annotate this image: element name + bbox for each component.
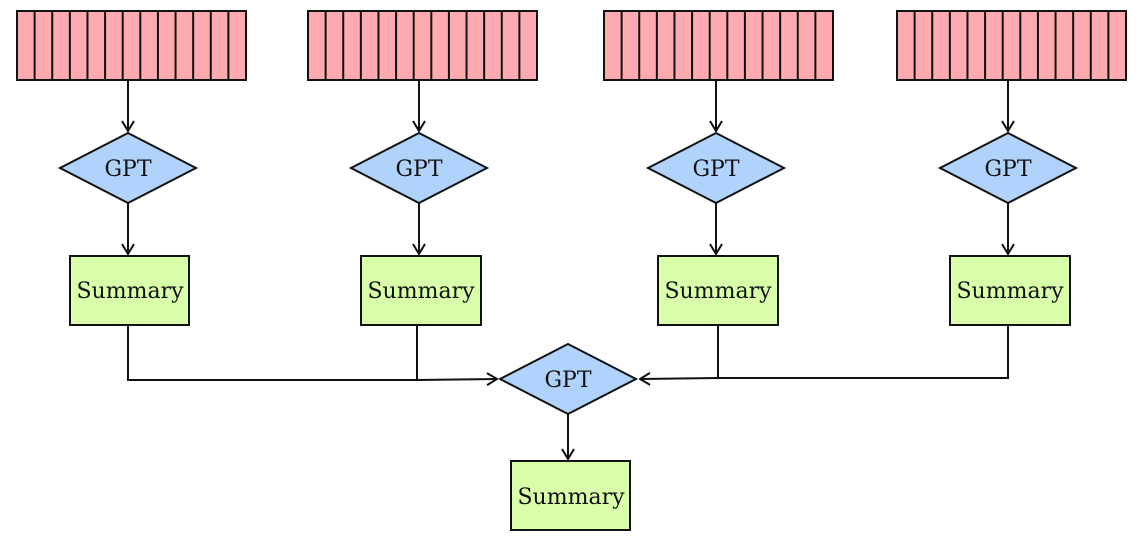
summary-label-1: Summary bbox=[76, 279, 184, 304]
summary-box-1 bbox=[69, 255, 190, 326]
summary-box-2 bbox=[360, 255, 482, 326]
summary-label-4: Summary bbox=[956, 279, 1064, 304]
column-1: GPT Summary bbox=[16, 10, 247, 326]
summary-label-3: Summary bbox=[664, 279, 772, 304]
text-chunk-2 bbox=[307, 10, 538, 81]
final-stage: GPT Summary bbox=[497, 342, 639, 531]
arrow-right-to-final-gpt bbox=[640, 378, 719, 379]
summary-box-3 bbox=[657, 255, 779, 326]
final-summary-box bbox=[510, 460, 631, 531]
summary-box-4 bbox=[949, 255, 1071, 326]
chunk-frame bbox=[307, 10, 538, 81]
connector-right-summaries bbox=[717, 325, 1009, 379]
connector-left-summaries bbox=[127, 325, 418, 381]
gpt-label-1: GPT bbox=[104, 157, 151, 182]
chunk-frame bbox=[896, 10, 1127, 81]
text-chunk-3 bbox=[603, 10, 834, 81]
gpt-label-3: GPT bbox=[692, 157, 739, 182]
gpt-label-2: GPT bbox=[395, 157, 442, 182]
gpt-label-4: GPT bbox=[984, 157, 1031, 182]
chunk-frame bbox=[16, 10, 247, 81]
chunk-frame bbox=[603, 10, 834, 81]
summary-label-2: Summary bbox=[367, 279, 475, 304]
column-4: GPT Summary bbox=[896, 10, 1127, 326]
column-3: GPT Summary bbox=[603, 10, 834, 326]
arrow-left-to-final-gpt bbox=[416, 379, 497, 380]
final-summary-label: Summary bbox=[517, 485, 625, 510]
final-gpt-label: GPT bbox=[544, 368, 591, 393]
text-chunk-1 bbox=[16, 10, 247, 81]
text-chunk-4 bbox=[896, 10, 1127, 81]
column-2: GPT Summary bbox=[307, 10, 538, 326]
